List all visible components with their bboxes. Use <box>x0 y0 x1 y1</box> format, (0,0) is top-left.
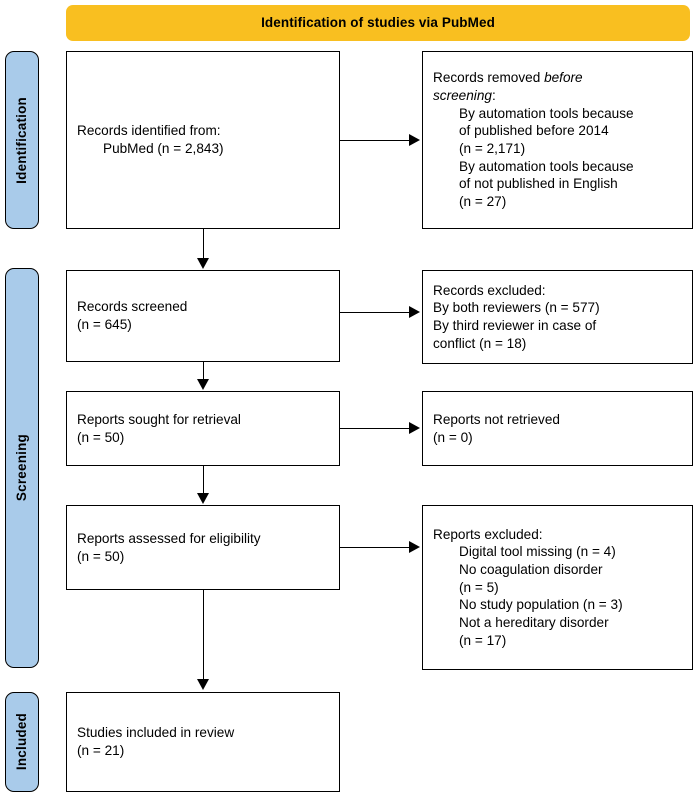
records-excluded-line-4: conflict (n = 18) <box>433 335 527 351</box>
records-removed-line-2: screening: <box>433 87 682 105</box>
studies-included-line-1: Studies included in review <box>77 725 235 741</box>
box-studies-included-in-review: Studies included in review (n = 21) <box>66 692 340 792</box>
reports-excluded-line-4: (n = 5) <box>459 579 499 595</box>
connector-screened-to-excluded <box>340 312 410 313</box>
reports-excluded-line-1: Reports excluded: <box>433 526 543 542</box>
stage-label-included: Included <box>5 692 39 792</box>
connector-assessed-to-excluded <box>340 547 410 548</box>
records-excluded-line-3: By third reviewer in case of <box>433 318 597 333</box>
reports-excluded-line-7: (n = 17) <box>459 632 507 648</box>
connector-identified-to-removed <box>340 140 410 141</box>
box-records-screened: Records screened (n = 645) <box>66 270 340 362</box>
records-removed-line-2-emphasis: screening <box>433 87 492 103</box>
reports-excluded-line-3: No coagulation disorder <box>459 561 603 577</box>
box-records-identified-text: Records identified from: PubMed (n = 2,8… <box>77 122 329 157</box>
records-identified-line-2: PubMed (n = 2,843) <box>103 141 224 156</box>
page-title: Identification of studies via PubMed <box>261 15 495 31</box>
connector-assessed-to-included <box>203 590 204 680</box>
connector-sought-to-not-retrieved <box>340 428 410 429</box>
diagram-header-banner: Identification of studies via PubMed <box>66 5 690 41</box>
records-removed-line-1-emphasis: before <box>544 70 583 86</box>
box-records-identified: Records identified from: PubMed (n = 2,8… <box>66 51 340 229</box>
box-reports-not-retrieved: Reports not retrieved (n = 0) <box>422 391 693 466</box>
reports-excluded-line-2: Digital tool missing (n = 4) <box>459 544 616 560</box>
arrowhead-screened-to-sought <box>197 379 209 390</box>
box-reports-sought-text: Reports sought for retrieval (n = 50) <box>77 411 329 446</box>
arrowhead-assessed-to-included <box>197 679 209 690</box>
arrowhead-assessed-to-excluded <box>409 541 420 553</box>
box-reports-assessed-text: Reports assessed for eligibility (n = 50… <box>77 530 329 565</box>
records-removed-line-3: By automation tools because <box>459 105 634 121</box>
records-removed-line-7: of not published in English <box>459 176 618 192</box>
arrowhead-identified-to-removed <box>409 134 420 146</box>
records-identified-line-1: Records identified from: <box>77 123 221 139</box>
reports-excluded-line-5: No study population (n = 3) <box>459 597 623 613</box>
records-removed-line-1: Records removed before <box>433 69 682 87</box>
records-screened-line-2: (n = 645) <box>77 317 132 332</box>
box-reports-excluded: Reports excluded: Digital tool missing (… <box>422 505 693 670</box>
records-removed-line-1-pre: Records removed <box>433 70 545 86</box>
stage-label-identification-text: Identification <box>14 96 30 184</box>
box-records-screened-text: Records screened (n = 645) <box>77 298 329 333</box>
box-reports-sought-for-retrieval: Reports sought for retrieval (n = 50) <box>66 391 340 466</box>
stage-label-identification: Identification <box>5 51 39 229</box>
records-screened-line-1: Records screened <box>77 299 188 315</box>
box-records-removed-before-screening: Records removed before screening: By aut… <box>422 51 693 229</box>
arrowhead-sought-to-not-retrieved <box>409 422 420 434</box>
reports-sought-line-2: (n = 50) <box>77 429 125 445</box>
arrowhead-sought-to-assessed <box>197 493 209 504</box>
records-excluded-line-2: By both reviewers (n = 577) <box>433 300 600 316</box>
stage-label-included-text: Included <box>14 713 30 771</box>
box-records-excluded-text: Records excluded: By both reviewers (n =… <box>433 282 682 353</box>
reports-assessed-line-1: Reports assessed for eligibility <box>77 530 261 546</box>
records-excluded-line-1: Records excluded: <box>433 282 546 298</box>
box-studies-included-text: Studies included in review (n = 21) <box>77 724 329 759</box>
stage-label-screening-text: Screening <box>14 434 30 502</box>
connector-sought-to-assessed <box>203 466 204 494</box>
records-removed-line-2-post: : <box>491 87 496 103</box>
reports-not-retrieved-line-2: (n = 0) <box>433 429 473 445</box>
box-reports-not-retrieved-text: Reports not retrieved (n = 0) <box>433 411 682 446</box>
stage-label-screening: Screening <box>5 268 39 668</box>
records-removed-line-4: of published before 2014 <box>459 123 609 139</box>
box-reports-assessed-for-eligibility: Reports assessed for eligibility (n = 50… <box>66 505 340 590</box>
records-removed-line-5: (n = 2,171) <box>459 141 526 156</box>
arrowhead-screened-to-excluded <box>409 306 420 318</box>
reports-not-retrieved-line-1: Reports not retrieved <box>433 411 560 427</box>
reports-assessed-line-2: (n = 50) <box>77 548 125 564</box>
studies-included-line-2: (n = 21) <box>77 743 125 758</box>
records-removed-line-6: By automation tools because <box>459 158 634 174</box>
box-records-excluded: Records excluded: By both reviewers (n =… <box>422 270 693 364</box>
connector-screened-to-sought <box>203 362 204 380</box>
box-reports-excluded-text: Reports excluded: Digital tool missing (… <box>433 526 682 650</box>
connector-identified-to-screened <box>203 229 204 259</box>
reports-sought-line-1: Reports sought for retrieval <box>77 411 241 427</box>
reports-excluded-line-6: Not a hereditary disorder <box>459 615 609 630</box>
box-records-removed-text: Records removed before screening: By aut… <box>433 69 682 210</box>
records-removed-line-8: (n = 27) <box>459 194 507 210</box>
arrowhead-identified-to-screened <box>197 258 209 269</box>
